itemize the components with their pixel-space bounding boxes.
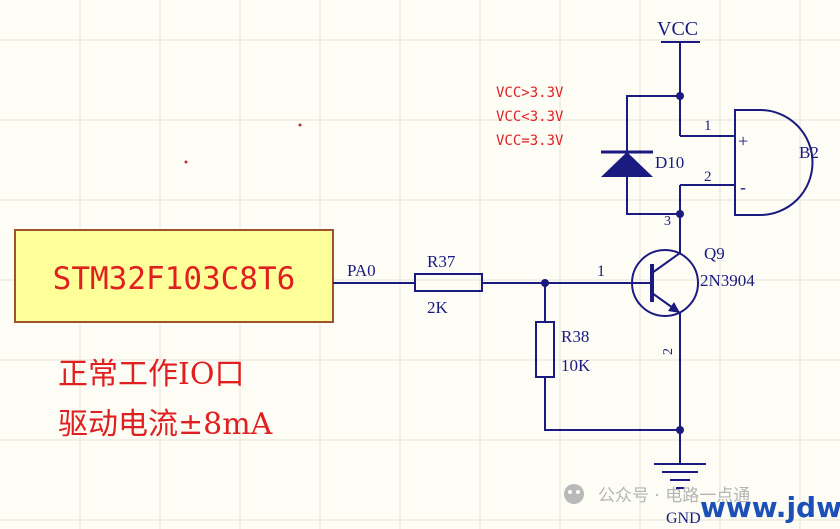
q9-pin-collector: 3 (664, 214, 671, 229)
junction-dot (676, 426, 684, 434)
vcc-note-3: VCC=3.3V (496, 133, 564, 149)
q9-part: 2N3904 (700, 271, 755, 290)
watermark: 公众号 · 电路一点通 www.jdwx.cn (564, 484, 840, 524)
q9-pin-base: 1 (597, 263, 605, 280)
vcc-note-1: VCC>3.3V (496, 85, 564, 101)
b2-pin2: 2 (704, 169, 712, 185)
watermark-site: www.jdwx.cn (700, 491, 840, 524)
r37-value: 2K (427, 298, 449, 317)
d10-ref: D10 (655, 153, 684, 172)
b2-minus: - (740, 177, 746, 197)
vcc-note-2: VCC<3.3V (496, 109, 564, 125)
wechat-icon (564, 484, 584, 504)
gnd-label: GND (666, 510, 701, 527)
b2-plus: + (738, 131, 748, 151)
resistor-r38 (535, 321, 555, 378)
q9-ref: Q9 (704, 244, 725, 263)
watermark-channel: 公众号 · 电路一点通 (598, 486, 750, 506)
b2-ref: B2 (799, 143, 819, 162)
r38-ref: R38 (561, 327, 589, 346)
b2-pin1: 1 (704, 118, 712, 134)
diode-d10 (601, 152, 653, 177)
stray-dot (298, 123, 302, 127)
note-line-1: 正常工作IO口 (58, 357, 244, 392)
wire-r38-bottom (544, 377, 680, 431)
ground-symbol (654, 463, 706, 489)
stray-dot (184, 160, 188, 164)
transistor-q9 (631, 249, 699, 317)
vcc-label: VCC (657, 18, 698, 40)
pin-pa0-label: PA0 (347, 261, 376, 280)
buzzer-b2 (734, 109, 814, 216)
resistor-r37 (414, 273, 483, 292)
mcu-label: STM32F103C8T6 (53, 261, 296, 297)
mcu-block (14, 229, 334, 323)
note-line-2: 驱动电流±8mA (58, 407, 273, 442)
r38-value: 10K (561, 356, 591, 375)
r37-ref: R37 (427, 252, 456, 271)
q9-pin-emitter: 2 (661, 348, 676, 355)
junction-dot (676, 210, 684, 218)
